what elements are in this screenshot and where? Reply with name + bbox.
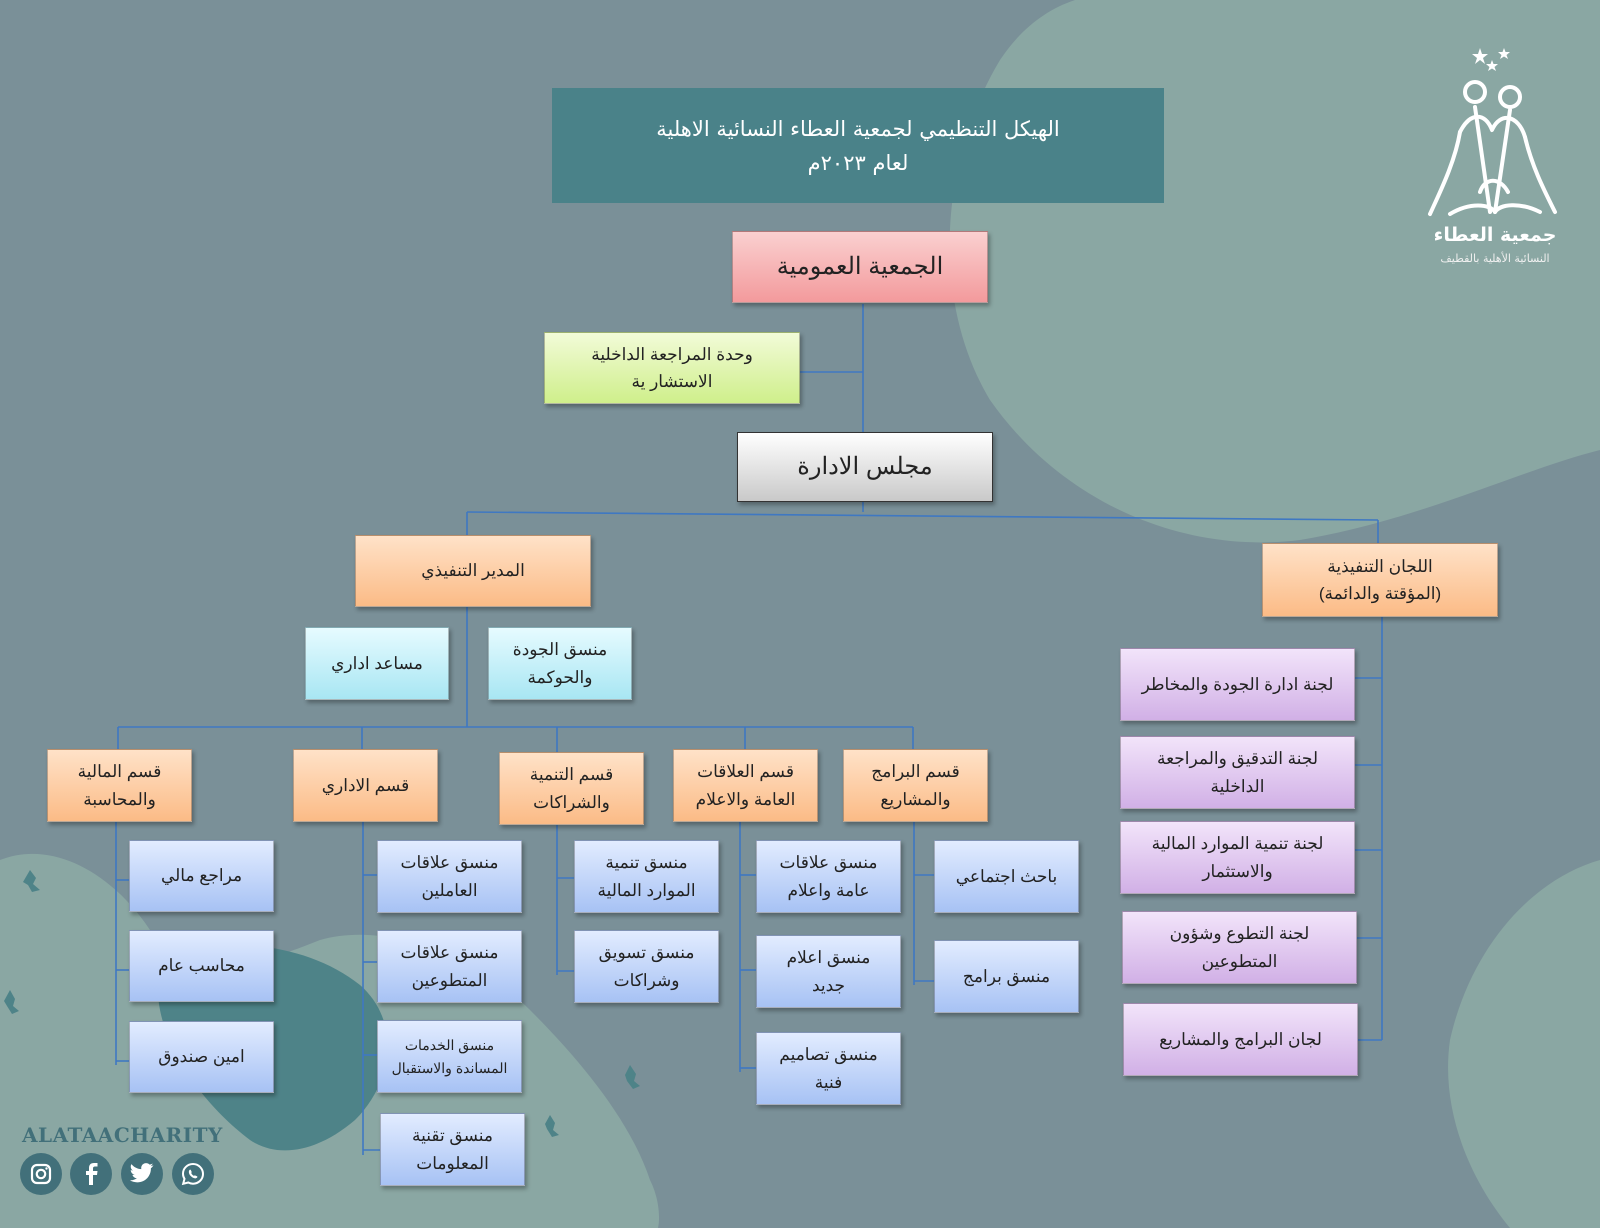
quality-coordinator-box: منسق الجودة والحوكمة [488,627,632,700]
logo-name: جمعية العطاء [1433,224,1557,246]
finance-department-box: قسم المالية والمحاسبة [47,749,192,822]
internal-audit-unit-box: وحدة المراجعة الداخلية الاستشار ية [544,332,800,404]
volunteer-relations-coordinator-box: منسق علاقات المتطوعين [377,930,522,1003]
charity-logo: جمعية العطاء النسائية الأهلية بالقطيف [1420,42,1570,274]
financial-resources-committee-box: لجنة تنمية الموارد المالية والاستثمار [1120,821,1355,894]
twitter-icon[interactable] [121,1153,163,1195]
chart-year: لعام ٢٠٢٣م [807,150,909,175]
support-services-coordinator-box: منسق الخدمات المساندة والاستقبال [377,1020,522,1093]
financial-auditor-box: مراجع مالي [129,840,274,912]
programs-coordinator-box: منسق برامج [934,940,1079,1013]
general-assembly-box: الجمعية العمومية [732,231,988,303]
treasurer-box: امين صندوق [129,1021,274,1093]
women-charity-logo-icon [1428,48,1557,216]
audit-committee-box: لجنة التدقيق والمراجعة الداخلية [1120,736,1355,809]
development-department-box: قسم التنمية والشراكات [499,752,644,825]
public-relations-coordinator-box: منسق علاقات عامة واعلام [756,840,901,913]
chart-title-banner: الهيكل التنظيمي لجمعية العطاء النسائية ا… [552,88,1164,203]
admin-department-box: قسم الاداري [293,749,438,822]
logo-subtitle: النسائية الأهلية بالقطيف [1440,252,1550,265]
programs-department-box: قسم البرامج والمشاريع [843,749,988,822]
employee-relations-coordinator-box: منسق علاقات العاملين [377,840,522,913]
new-media-coordinator-box: منسق اعلام جديد [756,935,901,1008]
general-accountant-box: محاسب عام [129,930,274,1002]
executive-committees-box: اللجان التنفيذية (المؤقتة والدائمة) [1262,543,1498,617]
chart-title: الهيكل التنظيمي لجمعية العطاء النسائية ا… [656,116,1060,141]
whatsapp-icon[interactable] [172,1153,214,1195]
board-of-directors-box: مجلس الادارة [737,432,993,502]
brand-handle: ALATAACHARITY [22,1123,223,1147]
facebook-icon[interactable] [70,1153,112,1195]
quality-risk-committee-box: لجنة ادارة الجودة والمخاطر [1120,648,1355,721]
it-coordinator-box: منسق تقنية المعلومات [380,1113,525,1186]
social-researcher-box: باحث اجتماعي [934,840,1079,913]
financial-resources-coordinator-box: منسق تنمية الموارد المالية [574,840,719,913]
marketing-partnerships-coordinator-box: منسق تسويق وشراكات [574,930,719,1003]
relations-department-box: قسم العلاقات العامة والاعلام [673,749,818,822]
instagram-icon[interactable] [20,1153,62,1195]
programs-committees-box: لجان البرامج والمشاريع [1123,1003,1358,1076]
executive-director-box: المدير التنفيذي [355,535,591,607]
volunteering-committee-box: لجنة التطوع وشؤون المتطوعين [1122,911,1357,984]
design-coordinator-box: منسق تصاميم فنية [756,1032,901,1105]
admin-assistant-box: مساعد اداري [305,627,449,700]
